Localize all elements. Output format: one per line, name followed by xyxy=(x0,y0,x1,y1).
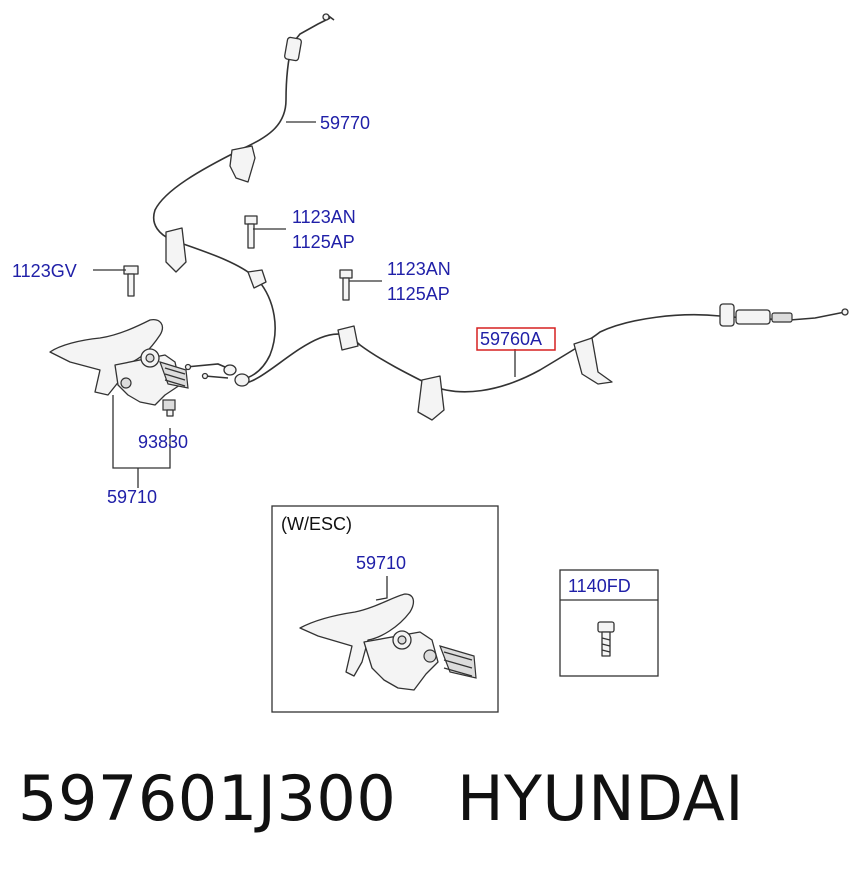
bolt-1123gv-icon xyxy=(123,265,139,297)
parking-brake-lever xyxy=(49,319,250,406)
esc-variant-box: (W/ESC) 59710 xyxy=(271,505,499,713)
bolt-1140fd-icon xyxy=(597,621,615,657)
label-93830: 93830 xyxy=(138,432,188,452)
highlight-box-59760a xyxy=(476,327,556,351)
leader-lines xyxy=(93,121,516,488)
label-1123an-upper: 1123AN xyxy=(292,207,356,227)
label-59760a[interactable]: 59760A xyxy=(480,329,542,349)
label-1123an-lower: 1123AN xyxy=(387,259,451,279)
label-1123gv: 1123GV xyxy=(12,261,77,281)
bolt-1140fd-box: 1140FD xyxy=(559,569,659,677)
part-number: 597601J300 xyxy=(18,762,397,835)
esc-box-title: (W/ESC) xyxy=(281,514,352,534)
main-cable-59760a xyxy=(239,303,849,421)
rear-cable-59770 xyxy=(153,13,335,381)
brand-name: HYUNDAI xyxy=(456,762,745,835)
label-1125ap-lower: 1125AP xyxy=(387,284,450,304)
label-59710: 59710 xyxy=(107,487,157,507)
bolt-1123an-upper-icon xyxy=(244,215,258,249)
part-number-footer: 597601J300 HYUNDAI xyxy=(18,764,744,834)
bolt-1123an-lower-icon xyxy=(339,269,353,301)
esc-box-label-59710: 59710 xyxy=(356,553,406,573)
switch-93830-icon xyxy=(162,399,176,417)
bolt-box-title: 1140FD xyxy=(568,576,631,596)
label-59770: 59770 xyxy=(320,113,370,133)
label-1125ap-upper: 1125AP xyxy=(292,232,355,252)
